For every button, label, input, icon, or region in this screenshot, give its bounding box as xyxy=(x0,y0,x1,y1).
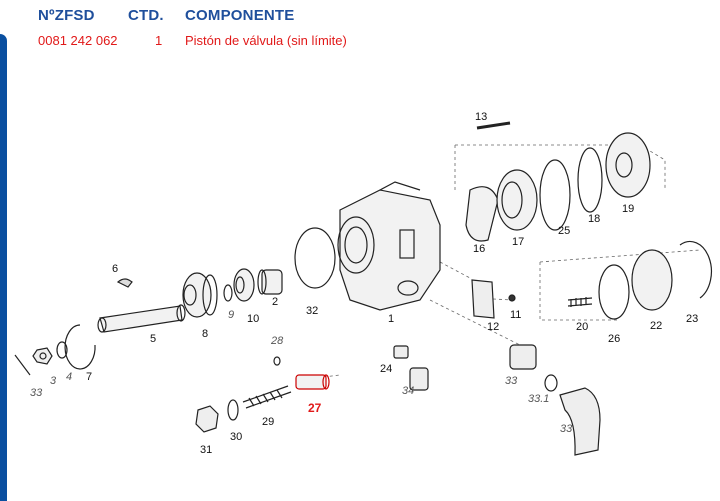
label-part-5: 5 xyxy=(150,333,156,345)
label-part-12: 12 xyxy=(487,321,499,333)
label-part-8: 8 xyxy=(202,328,208,340)
label-part-22: 22 xyxy=(650,320,662,332)
ring-part-9 xyxy=(223,284,233,302)
label-part-3: 3 xyxy=(50,375,57,387)
snap-ring-part-23 xyxy=(679,240,712,299)
label-part-26: 26 xyxy=(608,333,620,345)
housing-part-1 xyxy=(337,181,441,311)
label-part-19: 19 xyxy=(622,203,634,215)
plate-part-12 xyxy=(471,279,495,319)
key-part-6 xyxy=(116,278,133,288)
label-part-6: 6 xyxy=(112,263,118,275)
label-part-31: 31 xyxy=(200,444,212,456)
label-part-33-1: 33.1 xyxy=(528,393,549,405)
label-part-34: 34 xyxy=(402,385,414,397)
washer-part-30 xyxy=(227,399,239,421)
ring-part-25 xyxy=(539,159,571,231)
bearing-part-8 xyxy=(182,272,218,318)
label-part-25: 25 xyxy=(558,225,570,237)
header-quantity: CTD. xyxy=(128,7,164,24)
label-part-13: 13 xyxy=(475,111,487,123)
oring-part-28 xyxy=(273,356,281,366)
spring-part-20 xyxy=(567,297,593,307)
washer-part-4 xyxy=(56,341,68,359)
ring-part-33-1 xyxy=(544,374,558,392)
pin-part-37 xyxy=(14,354,31,376)
ring-part-26 xyxy=(598,264,630,320)
label-part-33-a: 33 xyxy=(505,375,518,387)
needle-bearing-part-2 xyxy=(257,269,283,295)
ring-part-18 xyxy=(577,147,603,213)
row-code: 0081 242 062 xyxy=(38,33,118,48)
label-part-16: 16 xyxy=(473,243,485,255)
label-part-28: 28 xyxy=(270,335,284,347)
label-part-23: 23 xyxy=(686,313,698,325)
plug-part-31 xyxy=(195,405,219,433)
valve-piston-part-27 xyxy=(295,374,330,390)
fitting-part-33 xyxy=(509,344,537,370)
label-part-2: 2 xyxy=(272,296,278,308)
label-part-27: 27 xyxy=(308,401,322,415)
label-part-37: 33 xyxy=(30,387,43,399)
label-part-9: 9 xyxy=(228,309,234,321)
fitting-part-24 xyxy=(393,345,409,359)
rotor-part-17 xyxy=(496,169,538,231)
seal-ring-part-32 xyxy=(294,227,336,289)
label-part-32: 32 xyxy=(306,305,318,317)
label-part-30: 30 xyxy=(230,431,242,443)
elbow-part-33 xyxy=(559,387,601,456)
label-part-17: 17 xyxy=(512,236,524,248)
left-accent-bar xyxy=(0,34,7,501)
header-code: NºZFSD xyxy=(38,7,95,24)
bolt-part-11 xyxy=(508,294,516,302)
pin-part-13 xyxy=(476,121,511,130)
label-part-7: 7 xyxy=(86,371,92,383)
cover-part-19 xyxy=(605,132,651,198)
bearing-part-10 xyxy=(233,268,255,302)
row-quantity: 1 xyxy=(155,33,163,48)
label-part-1: 1 xyxy=(388,313,394,325)
nut-part-3 xyxy=(32,347,53,365)
label-part-4: 4 xyxy=(66,371,72,383)
fitting-part-34 xyxy=(409,367,429,391)
header-component: COMPONENTE xyxy=(185,7,295,24)
label-part-29: 29 xyxy=(262,416,274,428)
shaft-part-5 xyxy=(97,304,186,333)
row-component: Pistón de válvula (sin límite) xyxy=(185,33,347,48)
plate-part-16 xyxy=(465,186,499,242)
spring-part-29 xyxy=(242,385,292,409)
label-part-11: 11 xyxy=(510,309,521,321)
label-part-24: 24 xyxy=(380,363,392,375)
circlip-part-7 xyxy=(64,324,96,370)
cover-part-22 xyxy=(631,249,673,311)
label-part-33-b: 33 xyxy=(560,423,573,435)
label-part-20: 20 xyxy=(576,321,588,333)
label-part-10: 10 xyxy=(247,313,259,325)
label-part-18: 18 xyxy=(588,213,600,225)
